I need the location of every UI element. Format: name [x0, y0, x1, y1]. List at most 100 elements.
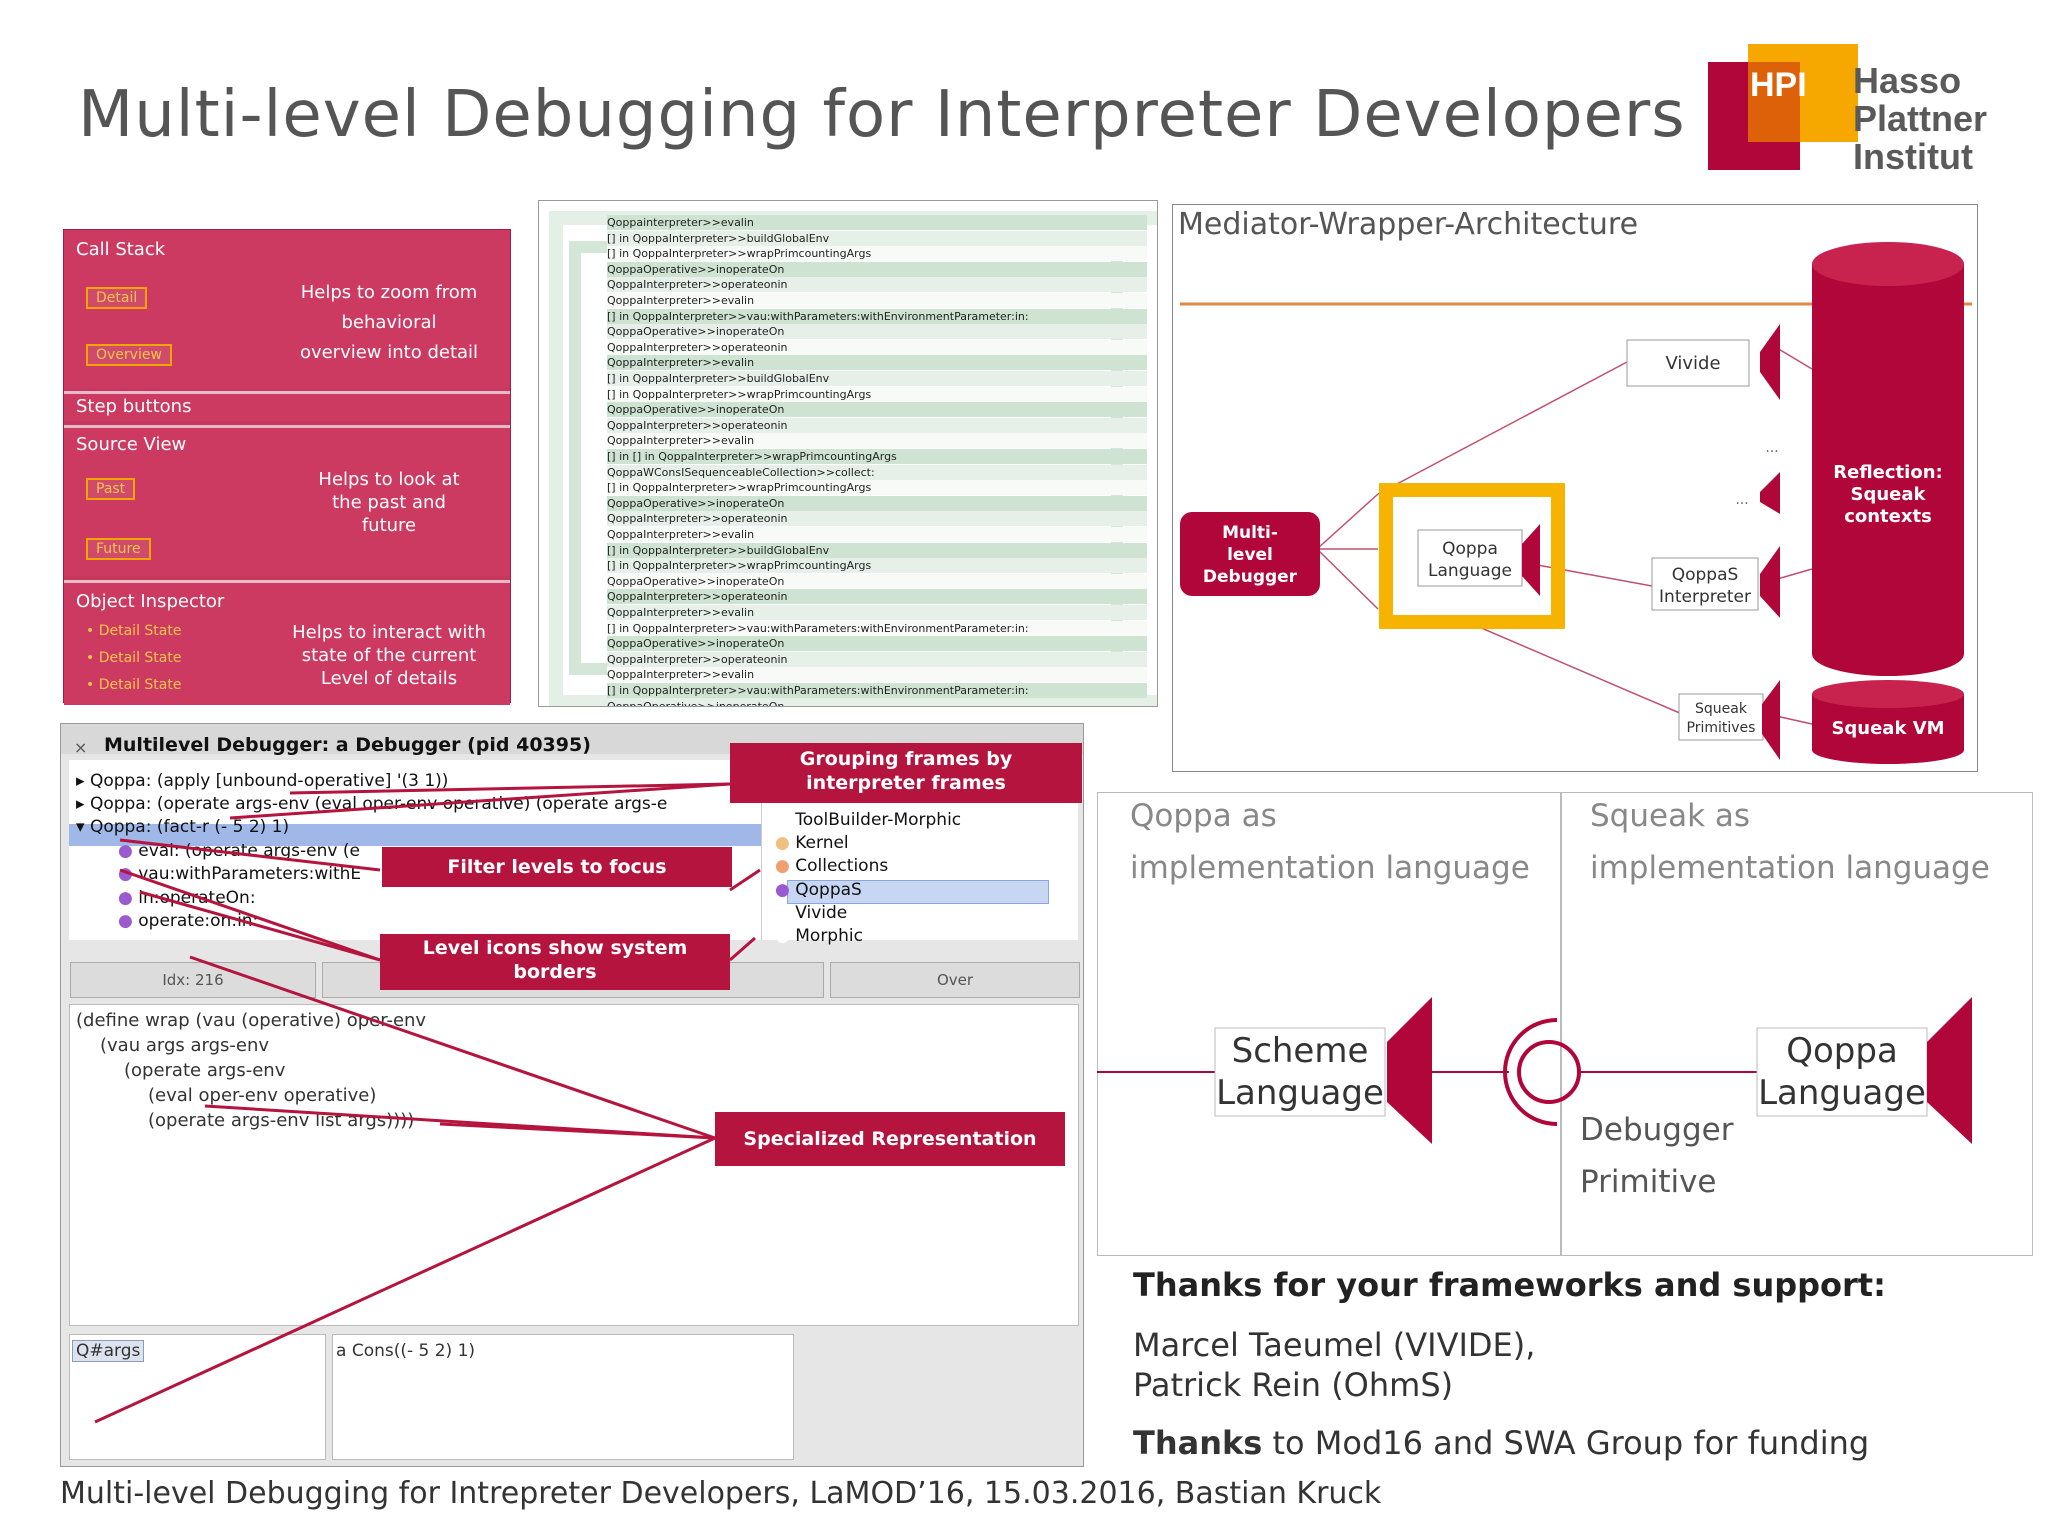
- debugger-box: [1180, 512, 1320, 596]
- trace-line: QoppaInterpreter>>operateonin: [607, 418, 788, 432]
- trace-line: QoppaOperative>>inoperateOn: [607, 699, 785, 707]
- trace-band: [607, 651, 1147, 667]
- qoppa-label: Qoppa: [1442, 539, 1498, 559]
- reflection-label: Squeak: [1851, 484, 1927, 505]
- trace-band: [607, 667, 1147, 683]
- scheme-label: Scheme Language: [1215, 1030, 1385, 1114]
- scheme-port: [1387, 997, 1432, 1144]
- trace-line: QoppaInterpreter>>evalin: [607, 668, 755, 682]
- source-view-section: Source View Past Future Helps to look at…: [64, 425, 510, 576]
- logo-line-3: Institut: [1853, 136, 1973, 177]
- trace-line: [] in QoppaInterpreter>>wrapPrimcounting…: [607, 387, 872, 401]
- object-inspector-title: Object Inspector: [76, 591, 225, 612]
- idx-button[interactable]: Idx: 216: [70, 962, 316, 998]
- trace-band: [607, 464, 1147, 480]
- inspector-value: a Cons((- 5 2) 1): [336, 1341, 476, 1361]
- level-item[interactable]: ● ToolBuilder-Morphic: [775, 810, 962, 830]
- future-tag: Future: [86, 538, 151, 560]
- trace-line: QoppaWConsISequenceableCollection>>colle…: [607, 465, 875, 479]
- level-item[interactable]: ● Collections: [775, 856, 889, 876]
- trace-band: [607, 527, 1147, 542]
- funding-rest: to Mod16 and SWA Group for funding: [1262, 1424, 1870, 1462]
- trace-line: [] in QoppaInterpreter>>buildGlobalEnv: [607, 231, 830, 245]
- label-line: Qoppa: [1786, 1031, 1898, 1071]
- qoppas-label: QoppaS: [1672, 565, 1739, 585]
- object-inspector-section: Object Inspector • Detail State • Detail…: [64, 580, 510, 705]
- level-item[interactable]: ● Morphic: [775, 926, 863, 946]
- debugger-title: Multilevel Debugger: a Debugger (pid 403…: [104, 734, 591, 756]
- label-line: Debugger: [1580, 1112, 1734, 1148]
- logo-square-orange: [1748, 62, 1800, 142]
- qoppas-box: [1651, 557, 1759, 611]
- primitives-box: [1678, 693, 1764, 741]
- mwa-diagram: Multi- level Debugger Qoppa Language Viv…: [1180, 242, 1972, 764]
- code-line: (eval oper-env operative): [148, 1085, 377, 1106]
- close-icon[interactable]: ×: [74, 738, 88, 757]
- stack-row[interactable]: ▸ Qoppa: (apply [unbound-operative] '(3 …: [76, 771, 449, 791]
- callout-line: Grouping frames by: [799, 748, 1013, 770]
- level-label: Vivide: [795, 903, 848, 923]
- reflection-cylinder-body: [1812, 264, 1964, 654]
- qoppa-label: Language: [1428, 561, 1512, 581]
- trace-panel: Qoppainterpreter>>evalin[] in QoppaInter…: [538, 200, 1158, 707]
- trace-line: [] in QoppaInterpreter>>buildGlobalEnv: [607, 543, 830, 557]
- callout-line: Level icons show system: [422, 937, 688, 959]
- vivide-box: [1626, 339, 1750, 387]
- primitives-port: [1762, 680, 1780, 760]
- scheme-box: [1214, 1027, 1386, 1117]
- trace-band: [607, 324, 1147, 340]
- level-item-selected[interactable]: ● QoppaS: [775, 880, 862, 900]
- trace-line: [] in QoppaInterpreter>>buildGlobalEnv: [607, 372, 830, 385]
- over-button[interactable]: Over: [830, 962, 1080, 998]
- code-line: (define wrap (vau (operative) oper-env: [76, 1010, 427, 1031]
- ellipsis-port: [1760, 472, 1780, 514]
- trace-band: [607, 605, 1147, 620]
- vivide-port: [1760, 324, 1780, 400]
- call-stack-title: Call Stack: [76, 239, 166, 260]
- thanks-line: Patrick Rein (OhmS): [1133, 1366, 1454, 1404]
- trace-line: QoppaInterpreter>>evalin: [607, 528, 755, 541]
- heading-line: implementation language: [1130, 850, 1530, 886]
- level-item[interactable]: ● Kernel: [775, 833, 849, 853]
- trace-band: [607, 558, 1147, 574]
- ellipsis: ...: [1735, 492, 1748, 508]
- reflection-cylinder-top: [1812, 242, 1964, 286]
- note-line: the past and: [332, 492, 446, 513]
- stack-row-label: Qoppa: (apply [unbound-operative] '(3 1)…: [89, 771, 449, 791]
- call-stack-section: Call Stack Detail Overview Helps to zoom…: [64, 230, 510, 388]
- trace-line: [] in QoppaInterpreter>>wrapPrimcounting…: [607, 559, 872, 573]
- logo-words: Hasso Plattner Institut: [1853, 62, 1987, 176]
- overview-tag: Overview: [86, 344, 172, 366]
- trace-band: [607, 542, 1147, 558]
- qoppa-port: [1522, 524, 1540, 596]
- detail-state-label: Detail State: [98, 677, 182, 693]
- qoppas-port: [1760, 546, 1780, 618]
- trace-line: QoppaInterpreter>>operateonin: [607, 512, 788, 526]
- primitives-label: Squeak: [1695, 701, 1748, 717]
- stack-subitem[interactable]: ● vau:withParameters:withE: [118, 864, 362, 884]
- qoppa-lang-port: [1927, 997, 1972, 1144]
- inspector-key[interactable]: Q#args: [72, 1340, 145, 1362]
- object-inspector-note: Helps to interact with state of the curr…: [274, 621, 504, 690]
- right-heading: Squeak as implementation language: [1590, 790, 1990, 894]
- label-line: Scheme: [1231, 1031, 1369, 1071]
- funding-line: Thanks to Mod16 and SWA Group for fundin…: [1133, 1424, 1869, 1462]
- vm-cylinder-top: [1812, 680, 1964, 708]
- stack-row-selected[interactable]: ▾ Qoppa: (fact-r (- 5 2) 1): [76, 817, 290, 837]
- stack-subitem[interactable]: ● eval: (operate args-env (e: [118, 841, 360, 861]
- qoppas-label: Interpreter: [1659, 587, 1751, 607]
- trace-line: QoppaOperative>>inoperateOn: [607, 637, 785, 651]
- trace-line: QoppaInterpreter>>operateonin: [607, 590, 788, 604]
- qoppa-lang-box: [1756, 1027, 1928, 1117]
- source-view-title: Source View: [76, 434, 187, 455]
- level-item[interactable]: ● Vivide: [775, 903, 848, 923]
- trace-band: [607, 386, 1147, 402]
- vm-cylinder-bottom: [1812, 736, 1964, 764]
- comparison-panel: [1097, 792, 2033, 1256]
- level-label: Morphic: [795, 926, 863, 946]
- callout-line: borders: [513, 961, 597, 983]
- debugger-line: level: [1227, 545, 1273, 565]
- trace-line: [] in QoppaInterpreter>>vau:withParamete…: [607, 621, 1029, 635]
- detail-tag: Detail: [86, 287, 148, 309]
- trace-band: [607, 433, 1147, 449]
